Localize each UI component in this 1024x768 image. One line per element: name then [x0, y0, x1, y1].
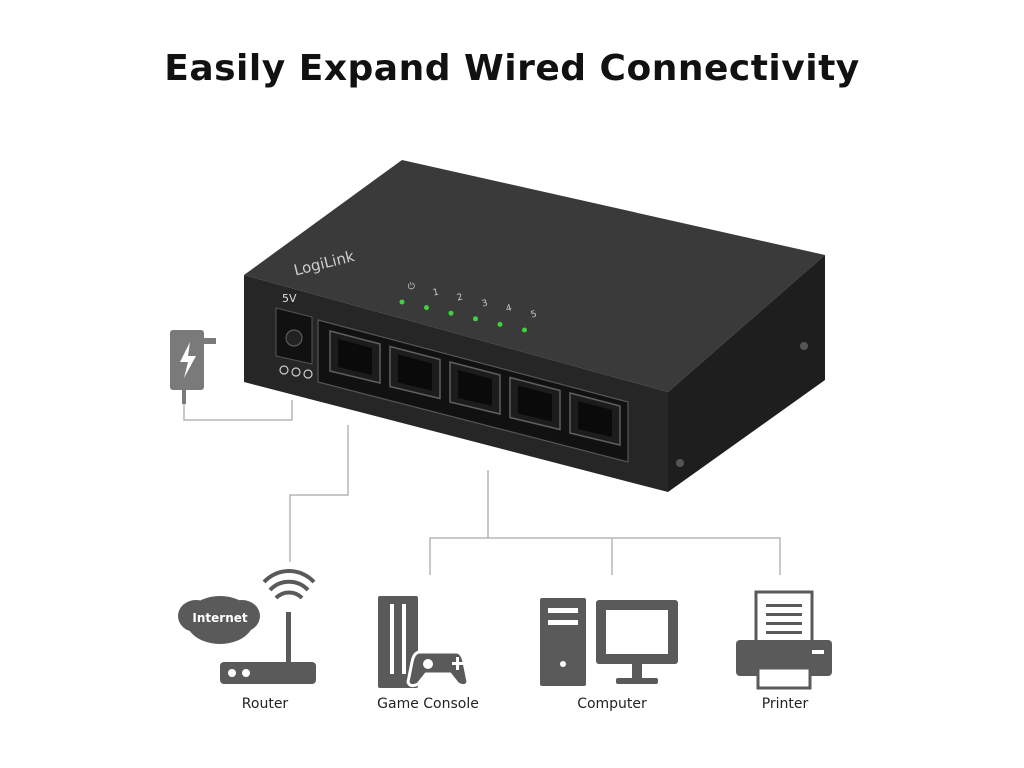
- polarity-symbol-icon: [279, 365, 313, 379]
- connector-lines: [183, 400, 781, 575]
- ethernet-port-socket: [578, 401, 612, 437]
- switch-top: [244, 160, 825, 392]
- dc-jack-socket: [285, 329, 303, 347]
- port-led: [424, 305, 429, 311]
- device-label-router: Router: [241, 696, 289, 712]
- device-bus-line: [429, 537, 781, 575]
- computer-icon: [540, 598, 678, 686]
- screw: [800, 342, 808, 350]
- ethernet-port-socket: [398, 354, 432, 391]
- port-led: [522, 327, 527, 333]
- headline: Easily Expand Wired Connectivity: [164, 48, 860, 89]
- internet-badge: Internet: [192, 611, 248, 625]
- port-led: [473, 316, 478, 322]
- game-console-icon: [378, 596, 470, 688]
- ethernet-port-socket: [458, 370, 492, 406]
- switch-side: [668, 255, 825, 492]
- voltage-label: 5V: [282, 292, 297, 305]
- ethernet-port-socket: [338, 339, 372, 375]
- power-line: [183, 400, 293, 421]
- power-adapter-icon: [170, 330, 216, 404]
- device-label-game-console: Game Console: [377, 696, 479, 712]
- port-led: [497, 321, 503, 327]
- router-line: [289, 425, 349, 562]
- port-led: [448, 310, 454, 316]
- ethernet-ports: [329, 330, 621, 446]
- router-icon: [178, 569, 316, 684]
- ethernet-switch: [244, 160, 825, 492]
- status-leds: [399, 299, 527, 333]
- device-label-computer: Computer: [577, 696, 647, 712]
- printer-icon: [736, 590, 832, 690]
- device-label-printer: Printer: [761, 696, 809, 712]
- power-led: [399, 299, 405, 305]
- screw: [676, 459, 684, 467]
- ethernet-port-socket: [518, 385, 552, 422]
